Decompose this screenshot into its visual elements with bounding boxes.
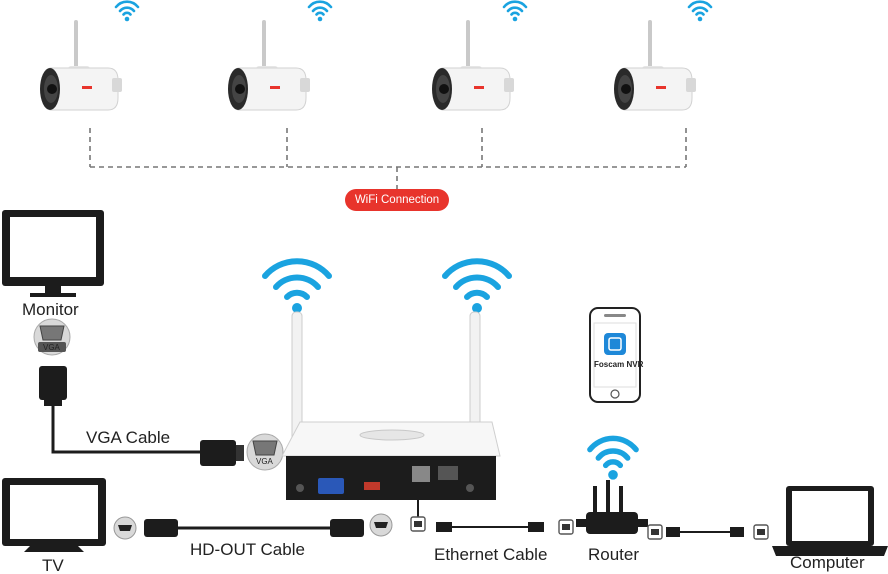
ethernet-cable xyxy=(436,522,544,532)
wifi-connection-badge: WiFi Connection xyxy=(345,189,449,211)
vga-cable xyxy=(39,366,244,466)
wifi-icon xyxy=(114,0,140,23)
tv-icon xyxy=(2,478,106,552)
hdmi-port-icon xyxy=(369,513,393,537)
vga-cable-label: VGA Cable xyxy=(86,428,171,447)
camera-icon xyxy=(39,19,123,111)
ethernet-port-icon xyxy=(558,519,574,535)
wifi-icon xyxy=(265,261,329,313)
wifi-icon xyxy=(445,261,509,313)
camera-icon xyxy=(227,19,311,111)
ethernet-cable xyxy=(666,527,744,537)
ethernet-port-icon xyxy=(753,524,769,540)
vga-port-label: VGA xyxy=(256,457,273,466)
tv-label: TV xyxy=(42,556,64,574)
monitor-label: Monitor xyxy=(22,300,79,319)
laptop-icon xyxy=(772,486,888,556)
ethernet-cable-label: Ethernet Cable xyxy=(434,545,548,564)
vga-port-label: VGA xyxy=(43,343,60,352)
wifi-icon xyxy=(307,0,333,23)
wifi-connection-lines xyxy=(89,128,687,189)
wifi-icon xyxy=(590,438,636,479)
nvr-icon xyxy=(281,311,501,500)
wifi-icon xyxy=(687,0,713,23)
computer-label: Computer xyxy=(790,553,865,572)
camera-icon xyxy=(613,19,697,111)
monitor-icon xyxy=(2,210,104,297)
vga-port-icon xyxy=(246,433,284,471)
phone-app-label: Foscam NVR xyxy=(594,360,644,369)
ethernet-port-icon xyxy=(647,524,663,540)
camera-icon xyxy=(431,19,515,111)
hdmi-port-icon xyxy=(113,516,137,540)
hd-out-cable-label: HD-OUT Cable xyxy=(190,540,305,559)
phone-icon xyxy=(589,307,641,403)
ethernet-port-icon xyxy=(410,516,426,532)
hdmi-cable xyxy=(144,519,364,537)
wifi-icon xyxy=(502,0,528,23)
router-label: Router xyxy=(588,545,640,564)
router-icon xyxy=(576,480,648,534)
vga-port-icon xyxy=(33,318,71,356)
